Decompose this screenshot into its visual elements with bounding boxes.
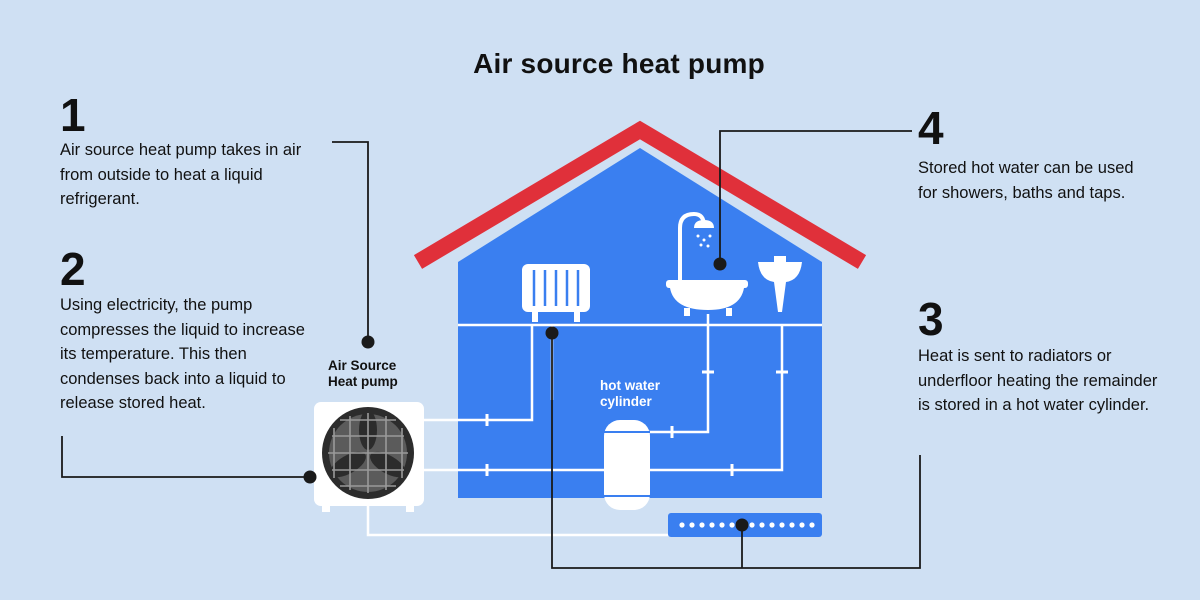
heat-pump-unit-icon — [314, 402, 424, 512]
step-3-number: 3 — [918, 293, 944, 345]
connector-dots — [303, 257, 749, 532]
step-1-text: Air source heat pump takes in air from o… — [60, 141, 302, 208]
step-4-number: 4 — [918, 102, 944, 154]
pipe-clips — [485, 370, 788, 476]
bath-shower-icon — [666, 211, 748, 316]
step-3-text: Heat is sent to radiators or underfloor … — [918, 347, 1158, 414]
sink-icon — [758, 256, 802, 312]
page-title: Air source heat pump — [473, 48, 765, 79]
cylinder-label: hot water cylinder — [600, 378, 661, 409]
step-1-number: 1 — [60, 89, 86, 141]
step-2-number: 2 — [60, 243, 86, 295]
heat-pump-label: Air Source Heat pump — [328, 358, 398, 389]
step-4-text: Stored hot water can be used for showers… — [918, 159, 1134, 202]
roof — [413, 120, 867, 269]
connector-lines — [61, 130, 921, 569]
hot-water-cylinder-icon — [604, 420, 650, 510]
step-2-text: Using electricity, the pump compresses t… — [60, 296, 305, 412]
house-body — [458, 148, 822, 498]
